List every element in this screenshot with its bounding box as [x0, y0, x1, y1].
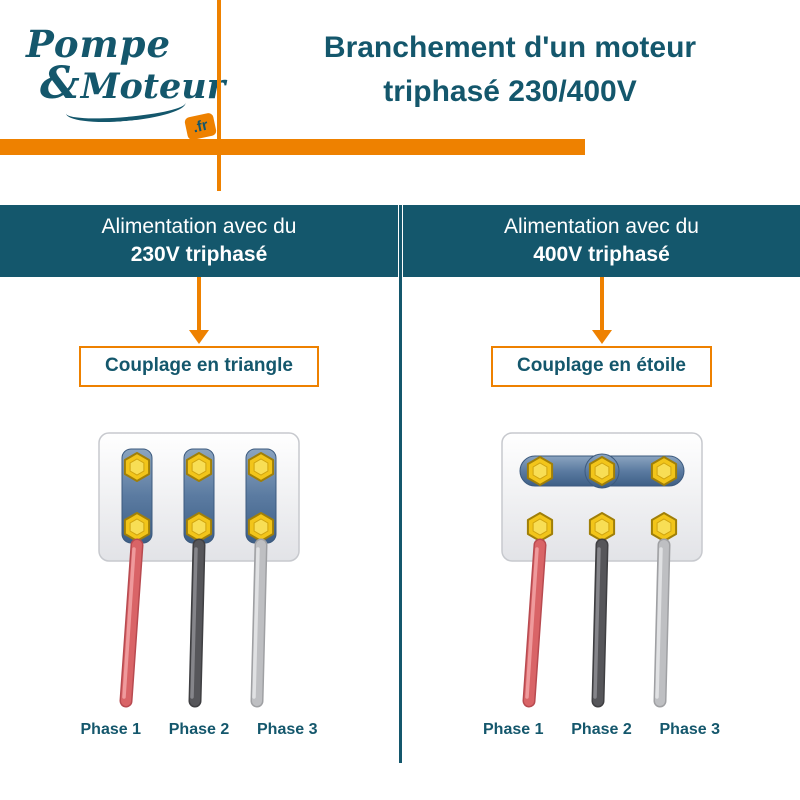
phase3-label: Phase 3: [257, 721, 318, 738]
wire-phase2-dark: [591, 538, 608, 708]
phase2-label: Phase 2: [168, 721, 230, 738]
page-title: Branchement d'un moteur triphasé 230/400…: [220, 26, 800, 113]
page-title-line1: Branchement d'un moteur: [323, 31, 697, 64]
arrow-stem: [197, 277, 201, 330]
terminal-block-etoile-graphic: [500, 432, 703, 708]
arrow-head: [591, 330, 612, 344]
brand-tld-tag: .fr: [183, 112, 218, 141]
arrow-stem: [599, 277, 604, 330]
column-divider: [399, 205, 402, 763]
coupling-label-text: Couplage en triangle: [105, 355, 293, 376]
coupling-label-triangle: Couplage en triangle: [79, 346, 319, 387]
brand-name-bottom: &Moteur: [26, 58, 225, 109]
brand-name-bottom-text: Moteur: [80, 66, 226, 107]
terminal-block-triangle-graphic: [98, 432, 300, 708]
header-vertical-divider: [217, 0, 221, 191]
brand-logo: Pompe &Moteur .fr: [26, 22, 225, 141]
down-arrow-icon: [189, 277, 209, 345]
column-400v: Alimentation avec du 400V triphasé Coupl…: [403, 205, 800, 739]
header-line2: 230V triphasé: [130, 242, 268, 266]
phase2-label: Phase 2: [571, 721, 632, 738]
wire-phase2-dark: [188, 538, 206, 708]
orange-horizontal-bar: [0, 139, 585, 155]
column-header-400v: Alimentation avec du 400V triphasé: [403, 205, 800, 277]
wire-phase3-light: [653, 538, 670, 708]
page-title-line2: triphasé 230/400V: [383, 74, 637, 108]
wire-phase1-red: [522, 538, 546, 708]
phase3-label: Phase 3: [659, 721, 720, 738]
header-line1: Alimentation avec du: [504, 215, 699, 239]
brand-ampersand: &: [40, 58, 80, 109]
wire-phase1-red: [119, 538, 144, 708]
header-line2: 400V triphasé: [533, 242, 670, 266]
coupling-label-etoile: Couplage en étoile: [491, 346, 712, 387]
brand-name-top: Pompe: [26, 22, 172, 66]
column-230v: Alimentation avec du 230V triphasé Coupl…: [0, 205, 398, 739]
phase-labels-230v: Phase 1 Phase 2 Phase 3: [81, 721, 318, 739]
column-header-230v: Alimentation avec du 230V triphasé: [0, 205, 398, 277]
coupling-label-text: Couplage en étoile: [517, 355, 686, 376]
arrow-head: [189, 330, 209, 344]
down-arrow-icon: [591, 277, 612, 345]
header-line1: Alimentation avec du: [101, 215, 297, 239]
wire-phase3-light: [250, 538, 268, 708]
phase-labels-400v: Phase 1 Phase 2 Phase 3: [483, 721, 720, 739]
phase1-label: Phase 1: [80, 721, 141, 738]
phase1-label: Phase 1: [483, 721, 544, 738]
